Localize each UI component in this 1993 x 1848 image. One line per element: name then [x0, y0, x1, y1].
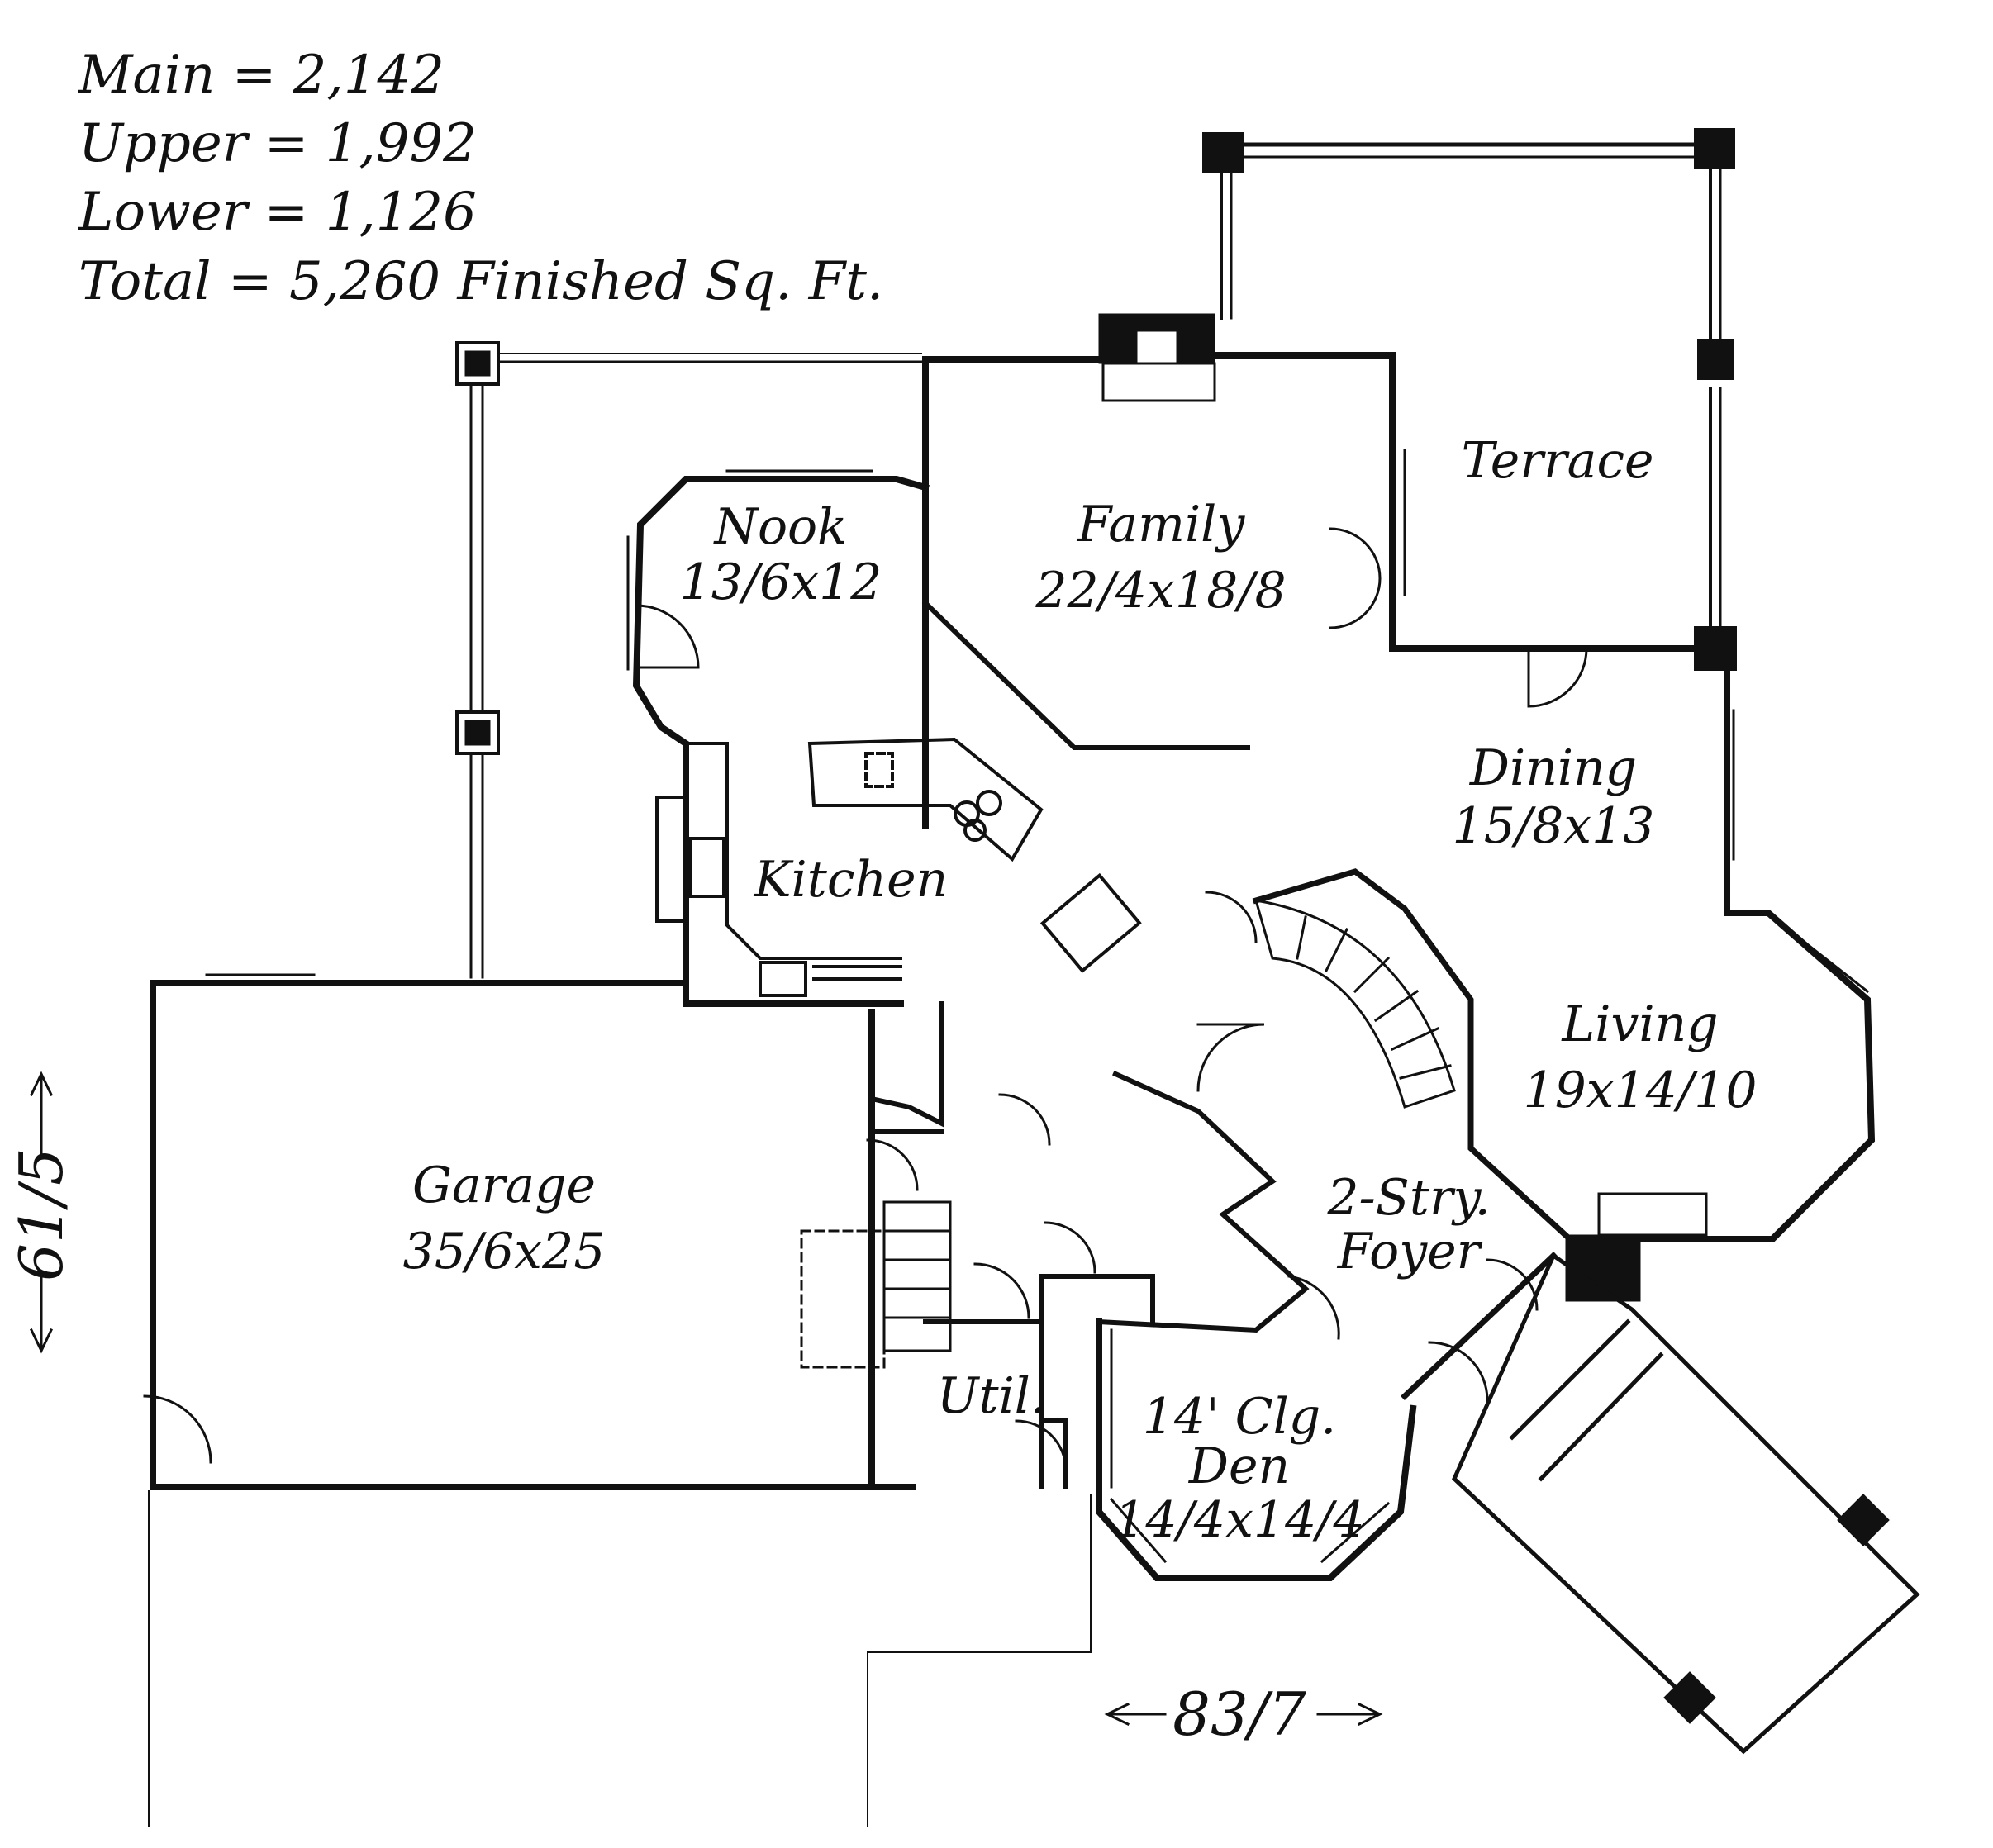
room-living-name: Living [1561, 995, 1718, 1053]
room-nook-name: Nook [712, 498, 847, 556]
dimension-width: 83/7 [1172, 1679, 1306, 1749]
window-bands [205, 449, 1870, 1564]
room-den-name: 14' Clg. [1143, 1388, 1337, 1446]
dimension-depth: 61/5 [7, 1147, 76, 1281]
counters [655, 742, 1142, 997]
porch-posts [455, 341, 923, 979]
room-den-sub: Den [1188, 1437, 1290, 1495]
entry-walk [1451, 1252, 1920, 1755]
room-foyer-size: Foyer [1337, 1223, 1483, 1280]
room-garage-name: Garage [412, 1157, 596, 1214]
room-util-name: Util. [937, 1367, 1046, 1425]
area-main: Main = 2,142 [78, 45, 445, 106]
room-kitchen-name: Kitchen [754, 851, 949, 909]
main-stair [800, 899, 1456, 1369]
room-dining-name: Dining [1469, 739, 1637, 797]
area-total: Total = 5,260 Finished Sq. Ft. [78, 251, 883, 312]
room-dining-size: 15/8x13 [1453, 797, 1655, 855]
dimension-labels: 61/5 83/7 [7, 1147, 1306, 1749]
interior-walls [869, 1001, 1155, 1489]
room-foyer-name: 2-Stry. [1326, 1169, 1490, 1227]
room-terrace-name: Terrace [1461, 432, 1653, 490]
area-lower: Lower = 1,126 [78, 182, 477, 243]
terrace-structure [1220, 142, 1722, 629]
lot-lines [148, 1490, 1092, 1827]
room-garage-size: 35/6x25 [403, 1223, 606, 1280]
area-summary: Main = 2,142 Upper = 1,992 Lower = 1,126… [78, 45, 883, 312]
room-family-size: 22/4x18/8 [1035, 562, 1286, 620]
door-swings [143, 527, 1588, 1472]
room-den-size: 14/4x14/4 [1114, 1491, 1364, 1549]
area-upper: Upper = 1,992 [78, 113, 477, 174]
room-family-name: Family [1077, 496, 1246, 553]
dimension-arrows [29, 1071, 1383, 1727]
room-labels: Terrace Nook 13/6x12 Family 22/4x18/8 Di… [403, 432, 1758, 1549]
room-nook-size: 13/6x12 [680, 553, 882, 611]
kitchen-island [807, 737, 1044, 862]
room-living-size: 19x14/10 [1523, 1062, 1757, 1119]
